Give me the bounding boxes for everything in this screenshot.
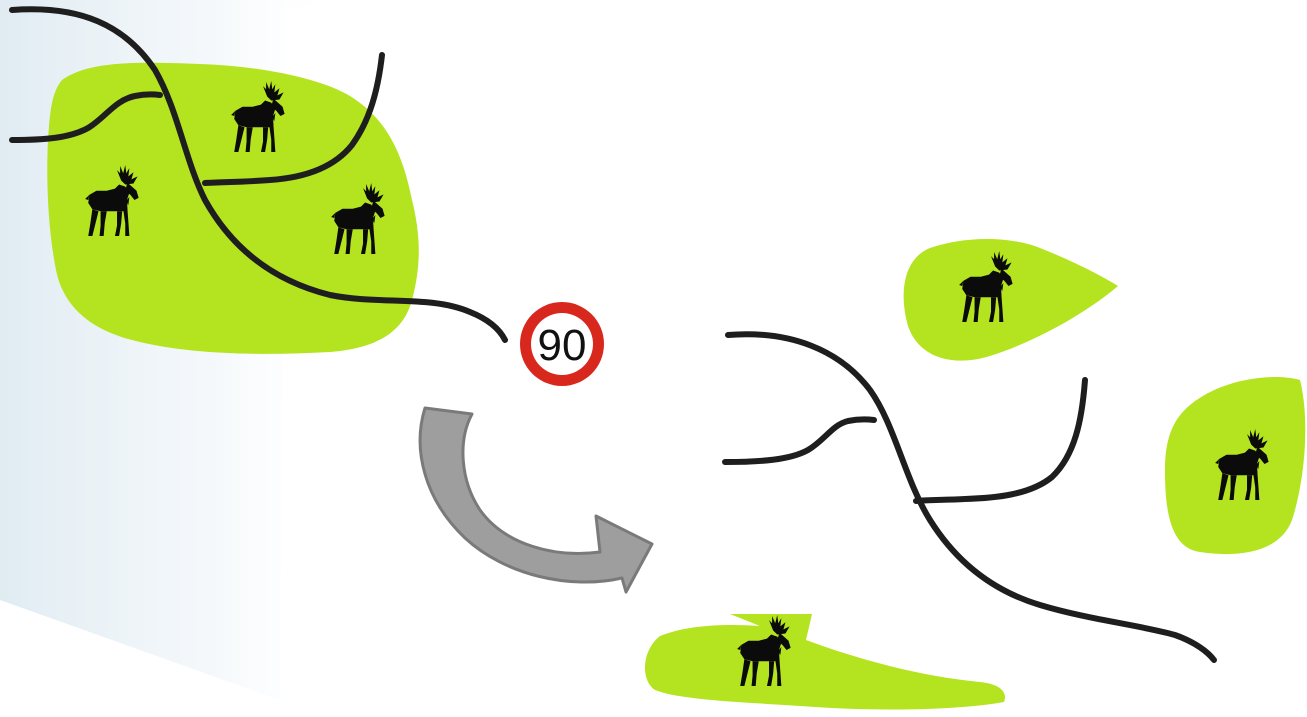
side-road-left [9,91,163,143]
habitat-patch-top [903,239,1118,361]
curved-arrow-icon [418,406,654,594]
after-scene [644,239,1306,710]
main-road [9,6,508,343]
speed-limit-sign: 90 [520,302,604,386]
habitat-patch-bottom [644,614,1005,710]
side-road-left-after [722,416,877,465]
side-road-right-after [913,377,1088,504]
side-road-right [202,52,385,186]
habitat-area-large [47,62,419,354]
speed-sign-face [531,313,593,375]
before-scene [9,6,508,354]
speed-limit-value: 90 [538,321,587,370]
main-road-after [725,331,1217,663]
